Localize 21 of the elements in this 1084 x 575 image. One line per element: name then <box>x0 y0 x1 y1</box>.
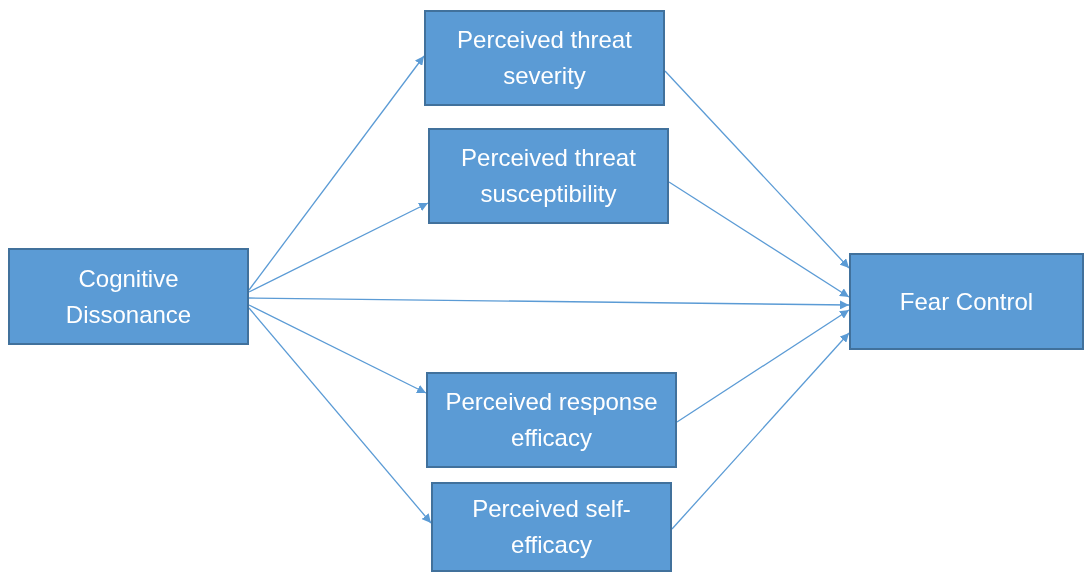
arrow <box>664 70 850 269</box>
arrow <box>671 332 850 530</box>
box-label: Fear Control <box>899 286 1034 317</box>
box-label: Cognitive Dissonance <box>64 263 193 330</box>
arrow <box>248 55 425 291</box>
concept-box <box>849 253 1084 350</box>
concept-box <box>431 482 672 572</box>
concept-box <box>428 128 669 224</box>
arrow <box>248 297 850 310</box>
arrow <box>248 304 427 394</box>
box-label: Perceived response efficacy <box>444 387 659 453</box>
concept-box <box>424 10 665 106</box>
arrow <box>668 181 850 298</box>
box-label: Perceived self-efficacy <box>471 494 632 560</box>
box-label: Perceived threat severity <box>456 25 633 91</box>
arrow <box>676 309 850 423</box>
concept-box <box>426 372 677 468</box>
concept-box <box>8 248 249 345</box>
box-label: Perceived threat susceptibility <box>460 143 637 209</box>
arrow <box>248 307 432 524</box>
arrow <box>248 202 429 293</box>
